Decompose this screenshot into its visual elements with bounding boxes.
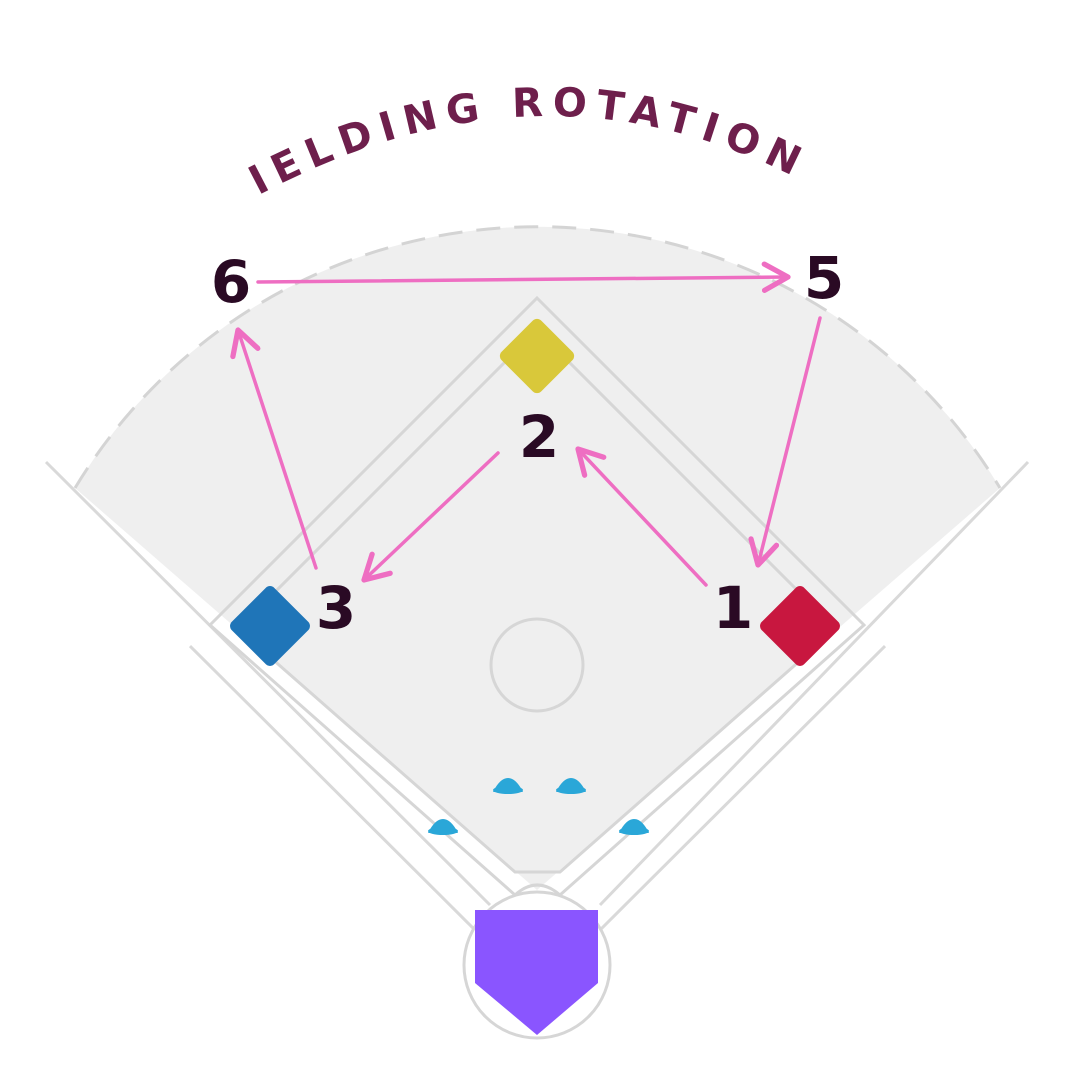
arrow-5-to-1 <box>748 316 822 568</box>
second-base <box>499 318 575 394</box>
cones <box>428 778 649 835</box>
arrow-2-to-3 <box>361 451 500 583</box>
arrow-6-to-5 <box>256 261 791 293</box>
rotation-arrows <box>230 261 822 587</box>
position-label-6: 6 <box>211 248 251 316</box>
position-label-5: 5 <box>804 244 844 312</box>
diagram-title: FIELDING ROTATIONS <box>0 0 816 204</box>
home-plate <box>475 910 598 1035</box>
position-label-2: 2 <box>519 403 559 471</box>
cone <box>428 819 458 835</box>
first-base <box>760 586 840 666</box>
cone <box>556 778 586 794</box>
arrow-1-to-2 <box>575 446 708 587</box>
position-label-1: 1 <box>713 574 753 642</box>
outfield-grass <box>75 226 1000 890</box>
position-label-3: 3 <box>316 574 356 642</box>
cone <box>619 819 649 835</box>
third-base <box>230 586 310 666</box>
outfield-fence <box>73 225 1002 489</box>
foul-lines <box>44 460 1030 932</box>
pitchers-circle <box>489 617 585 713</box>
cone <box>493 778 523 794</box>
arrow-3-to-6 <box>230 327 318 570</box>
